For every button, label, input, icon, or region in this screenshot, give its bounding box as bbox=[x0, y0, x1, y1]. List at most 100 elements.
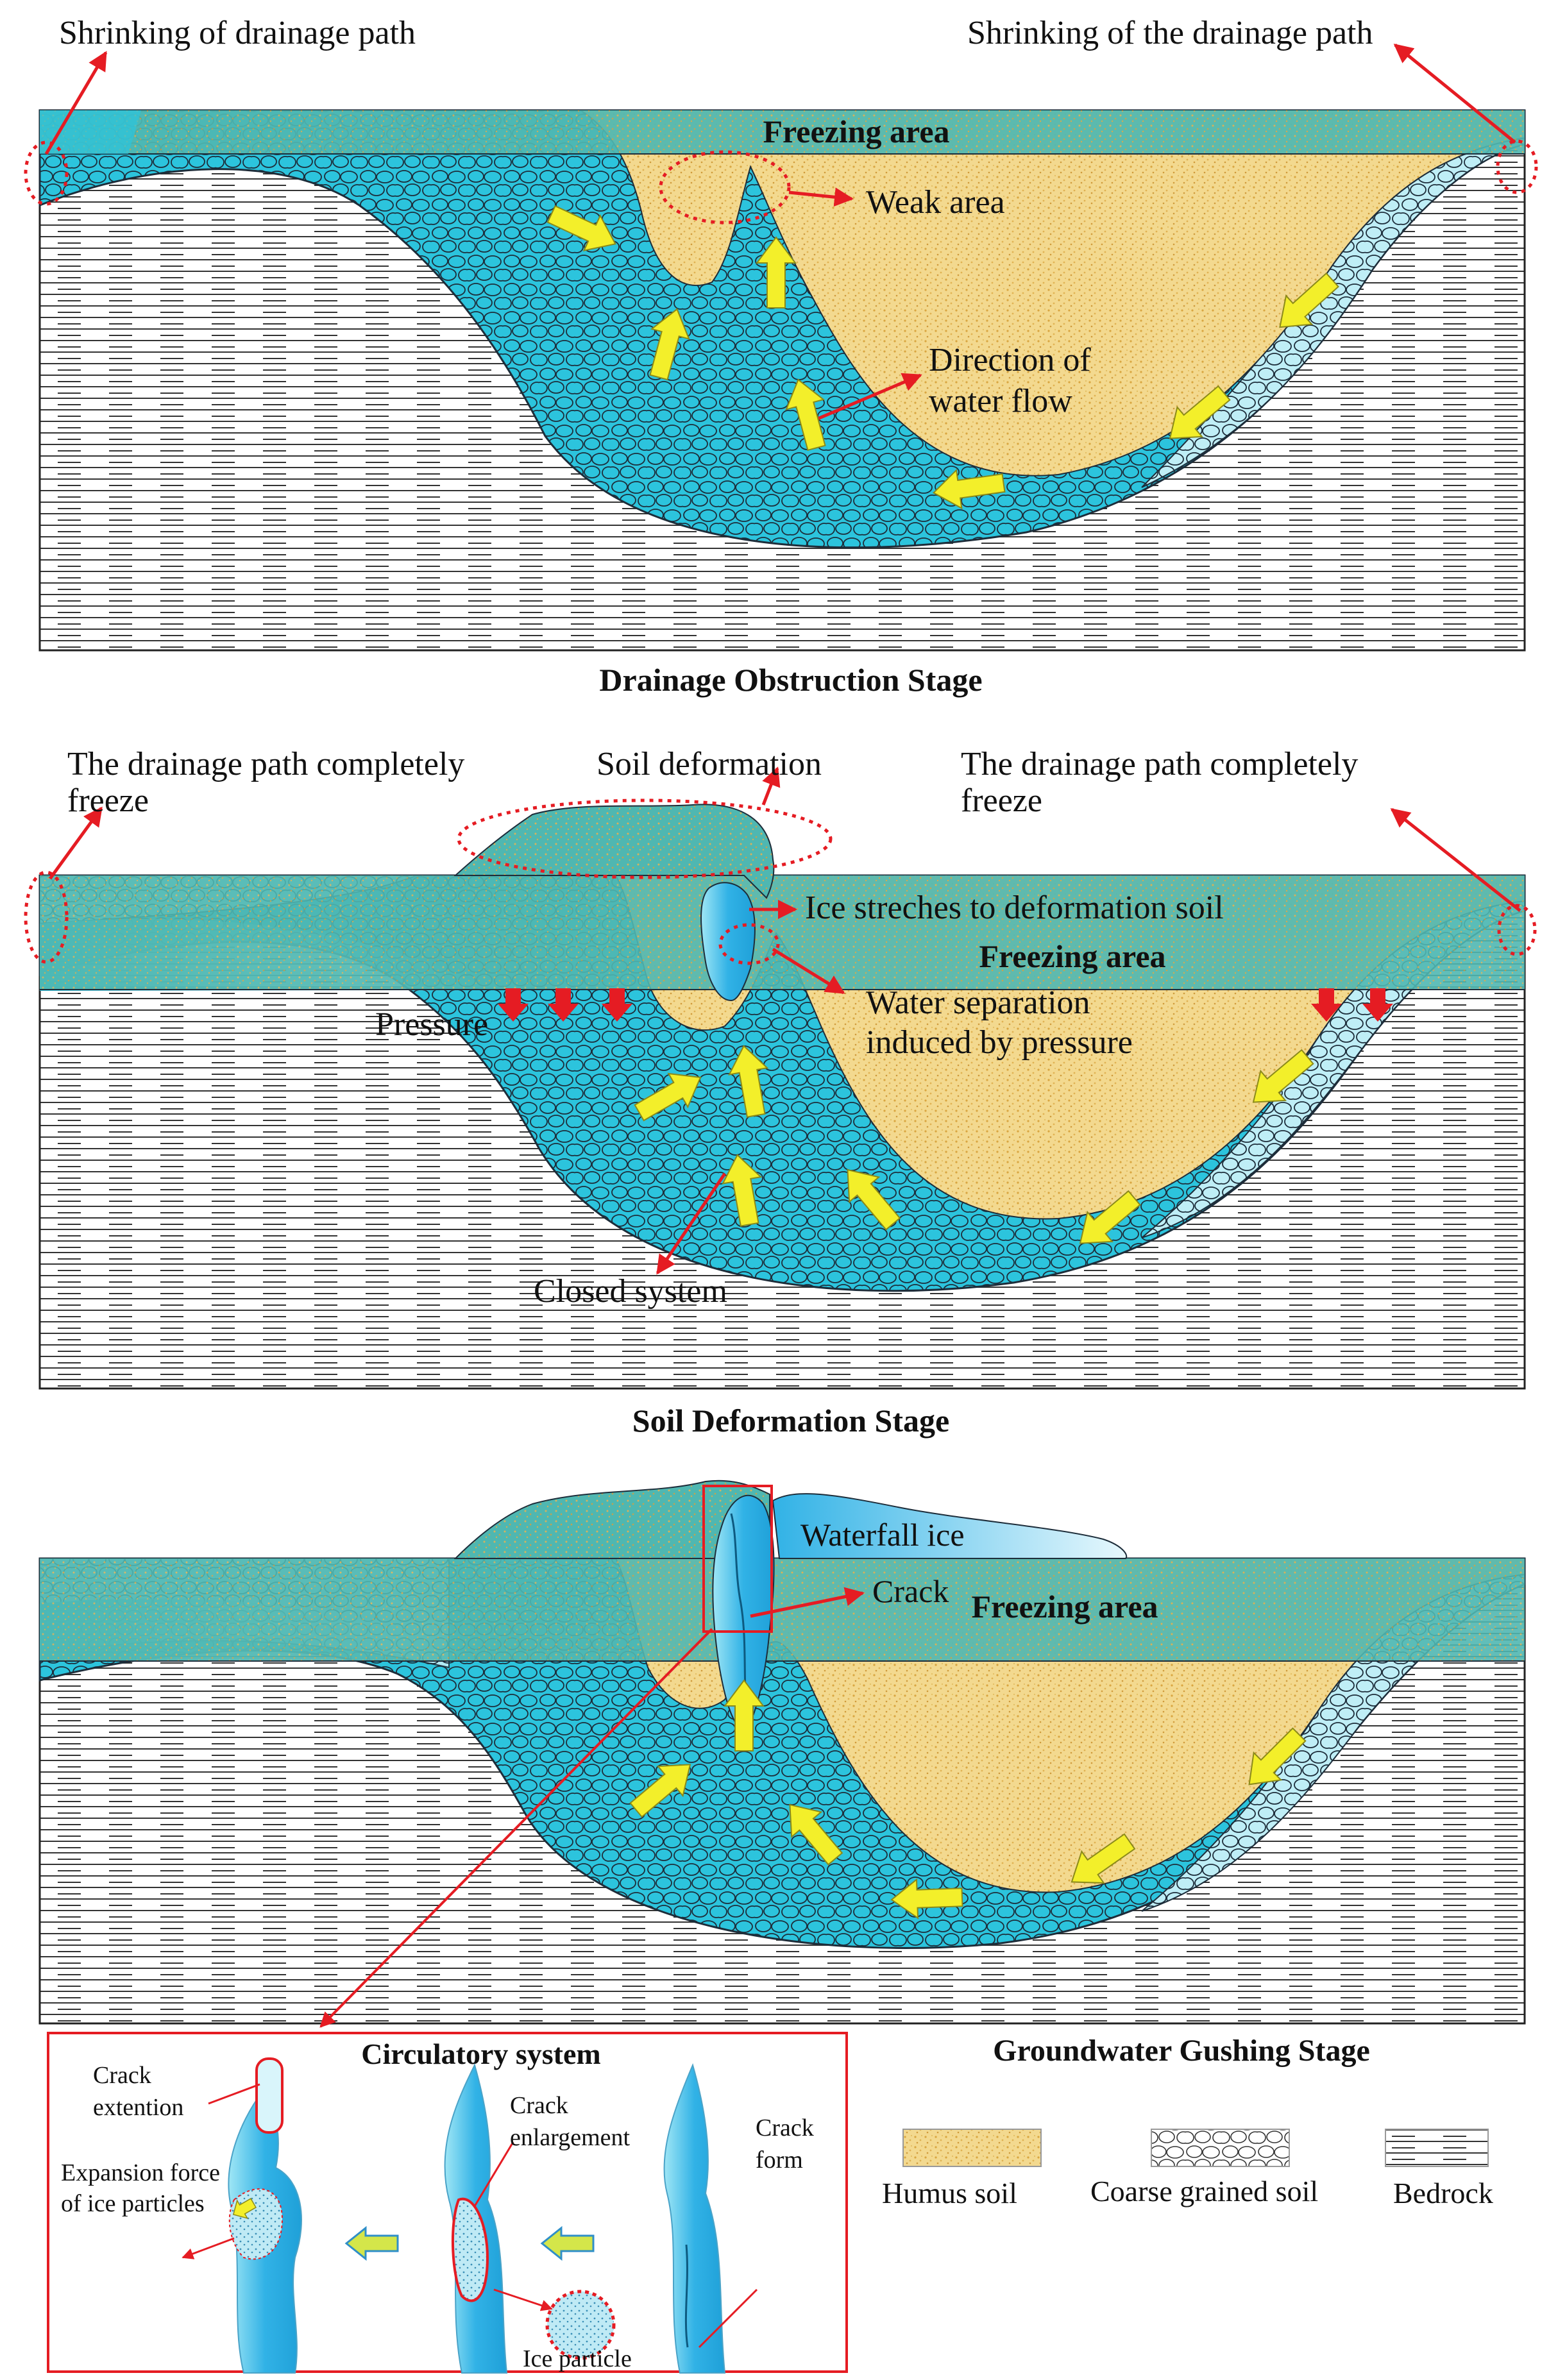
inset-link-arrow bbox=[319, 1628, 713, 2028]
humus-soil-wedge bbox=[578, 110, 1525, 477]
freezing-label: Freezing area bbox=[763, 114, 949, 149]
caption-panel2: Soil Deformation Stage bbox=[632, 1403, 949, 1439]
caption-panel1: Drainage Obstruction Stage bbox=[599, 662, 982, 698]
label-expansion-2: of ice particles bbox=[61, 2190, 205, 2217]
label-weak-area: Weak area bbox=[866, 184, 1005, 221]
weak-area-circle bbox=[659, 150, 791, 224]
crack-column-stage1 bbox=[663, 2063, 726, 2374]
flow-arrow bbox=[1169, 385, 1231, 439]
label-crack-enl-2: enlargement bbox=[510, 2124, 631, 2151]
flow-arrows-panel2 bbox=[634, 1045, 1314, 1244]
flow-arrow bbox=[789, 1803, 843, 1866]
flow-arrow bbox=[1248, 1727, 1307, 1785]
label-ice-particle: Ice particle bbox=[523, 2345, 632, 2372]
leader-crack-enlargement bbox=[473, 2141, 514, 2207]
flow-arrow bbox=[785, 378, 826, 452]
label-freeze-right-2: freeze bbox=[961, 782, 1042, 819]
legend-label-humus: Humus soil bbox=[882, 2177, 1017, 2209]
label-shrink-left: Shrinking of drainage path bbox=[59, 15, 416, 51]
label-ice-stretch: Ice streches to deformation soil bbox=[805, 890, 1224, 926]
flow-arrow bbox=[1279, 272, 1339, 328]
leader-expansion bbox=[182, 2237, 235, 2259]
legend-swatch-bedrock bbox=[1385, 2129, 1489, 2167]
flow-arrow bbox=[847, 1169, 901, 1231]
flow-arrow bbox=[629, 1764, 691, 1818]
flow-arrow bbox=[756, 236, 797, 308]
freezing-label: Freezing area bbox=[971, 1589, 1158, 1625]
closed-system-arrow bbox=[656, 1172, 727, 1275]
flow-arrow bbox=[1252, 1049, 1314, 1103]
freeze-circle-left bbox=[24, 870, 69, 964]
label-crack: Crack bbox=[872, 1573, 949, 1609]
label-freeze-right-1: The drainage path completely bbox=[961, 746, 1358, 782]
legend: Humus soil Coarse grained soil Bedrock bbox=[882, 2129, 1493, 2209]
deformation-arrow bbox=[761, 766, 781, 806]
freezing-band bbox=[40, 875, 1525, 990]
flow-arrow bbox=[932, 468, 1006, 510]
legend-swatch-coarse bbox=[1151, 2129, 1290, 2167]
deformation-circle bbox=[457, 798, 833, 879]
pressure-arrows bbox=[498, 988, 1393, 1022]
freezing-label: Freezing area bbox=[979, 938, 1165, 974]
crack-extension-outline bbox=[255, 2057, 284, 2134]
label-freeze-left-1: The drainage path completely bbox=[67, 746, 464, 782]
label-flow-1: Direction of bbox=[929, 342, 1091, 378]
flow-arrow bbox=[634, 1072, 702, 1122]
freeze-arrow-right bbox=[1390, 808, 1521, 912]
shrink-arrow-left bbox=[44, 51, 108, 155]
separation-arrow bbox=[772, 947, 845, 995]
panel-drainage-obstruction: Freezing area Shrinking of drainage path… bbox=[24, 15, 1538, 698]
label-soil-deformation: Soil deformation bbox=[597, 746, 822, 782]
flow-arrow bbox=[649, 308, 690, 381]
ice-particle-circle bbox=[545, 2290, 616, 2360]
label-freeze-left-2: freeze bbox=[67, 782, 149, 819]
flow-arrows-panel3 bbox=[629, 1679, 1307, 1920]
leader-crack-form bbox=[698, 2288, 758, 2349]
label-pressure: Pressure bbox=[375, 1006, 488, 1043]
flow-arrow bbox=[722, 1154, 763, 1227]
shrink-circle-left bbox=[24, 140, 69, 206]
label-crack-enl-1: Crack bbox=[510, 2092, 568, 2119]
pressure-arrow bbox=[548, 988, 579, 1022]
label-crack-ext-2: extention bbox=[93, 2094, 183, 2121]
freeze-arrow-left bbox=[48, 806, 103, 880]
leader-crack-extension bbox=[208, 2083, 260, 2105]
freeze-circle-right bbox=[1497, 904, 1537, 956]
label-crack-form-1: Crack bbox=[756, 2114, 814, 2141]
expansion-arrow bbox=[232, 2198, 257, 2220]
freezing-band bbox=[40, 110, 1525, 154]
flow-arrow bbox=[724, 1679, 765, 1751]
pressure-arrow bbox=[602, 988, 632, 1022]
weak-area-arrow bbox=[788, 187, 854, 207]
inset-circulatory-system: Circulatory system Crack extention Expan… bbox=[47, 2032, 848, 2374]
leader-ice-particle bbox=[493, 2288, 553, 2311]
pressure-arrow bbox=[498, 988, 529, 1022]
label-shrink-right: Shrinking of the drainage path bbox=[967, 15, 1373, 51]
ice-column bbox=[700, 882, 756, 1002]
legend-label-coarse: Coarse grained soil bbox=[1090, 2175, 1318, 2207]
label-crack-form-2: form bbox=[756, 2147, 803, 2173]
label-waterfall-ice: Waterfall ice bbox=[800, 1517, 965, 1553]
inset-title: Circulatory system bbox=[361, 2038, 600, 2070]
crack-form-line bbox=[684, 2244, 689, 2348]
crack-enlargement-outline bbox=[451, 2197, 489, 2302]
flow-direction-arrow bbox=[814, 373, 922, 422]
legend-swatch-humus bbox=[902, 2129, 1042, 2167]
crack-highlight-box bbox=[702, 1485, 773, 1633]
legend-label-bedrock: Bedrock bbox=[1393, 2177, 1493, 2209]
label-expansion-1: Expansion force bbox=[61, 2159, 220, 2186]
label-flow-2: water flow bbox=[929, 383, 1072, 419]
shrink-arrow-right bbox=[1393, 44, 1516, 144]
shrink-circle-right bbox=[1496, 139, 1538, 194]
crack-arrow bbox=[750, 1587, 865, 1618]
label-closed-system: Closed system bbox=[534, 1273, 727, 1310]
panel-soil-deformation: Freezing area The drainage path complete… bbox=[24, 746, 1537, 1439]
deformed-soil-bulge bbox=[453, 1480, 770, 1559]
label-crack-ext-1: Crack bbox=[93, 2062, 151, 2089]
caption-panel3: Groundwater Gushing Stage bbox=[993, 2034, 1370, 2068]
flow-arrow bbox=[546, 205, 616, 252]
stage-arrow bbox=[344, 2225, 399, 2261]
pressure-arrow bbox=[1362, 988, 1393, 1022]
flow-arrow bbox=[728, 1045, 769, 1118]
